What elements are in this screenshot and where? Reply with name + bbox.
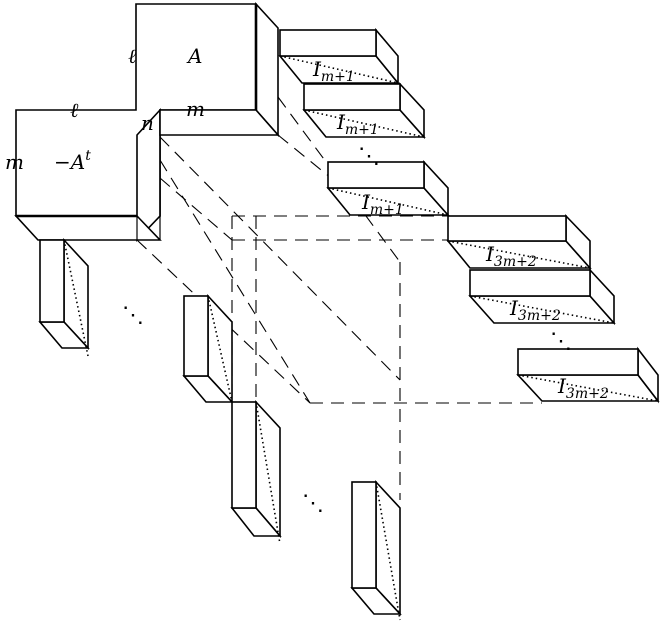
label-At-sup: t bbox=[85, 148, 91, 164]
pillar-1-front bbox=[39, 239, 65, 323]
slab-3m2-3-diagonal bbox=[517, 374, 659, 402]
guide-diagonal-3 bbox=[159, 177, 233, 241]
slab-3m2-1-diagonal bbox=[447, 240, 591, 269]
main-block-bottom-top bbox=[159, 109, 280, 136]
pillar-3-front bbox=[231, 401, 257, 509]
slab-m1-1-front bbox=[279, 29, 377, 57]
slab-3m2-2-front bbox=[469, 269, 591, 297]
slab-3m2-1-front bbox=[447, 215, 567, 242]
slab-3m2-3-front bbox=[517, 348, 639, 376]
guide-diagonal-6 bbox=[277, 134, 353, 196]
ellipsis-left: ⋱ bbox=[122, 303, 144, 328]
label-I-3m2-3: I3m+2 bbox=[557, 374, 609, 402]
label-I-3m2-1: I3m+2 bbox=[485, 242, 537, 270]
label-I-m1-3: Im+1 bbox=[361, 190, 404, 218]
pillar-2-front bbox=[183, 295, 209, 377]
pillar-3-diagonal bbox=[255, 401, 281, 545]
slab-m1-3-front bbox=[327, 161, 425, 189]
label-neg-At: −At bbox=[54, 148, 91, 174]
guide-diagonal-4 bbox=[136, 239, 311, 404]
label-neg-sign: − bbox=[54, 150, 71, 174]
label-n: n bbox=[141, 111, 154, 135]
label-At-letter: A bbox=[69, 150, 85, 174]
ellipsis-top-right: ⋱ bbox=[358, 144, 380, 169]
slab-group-m1 bbox=[278, 27, 450, 218]
ellipsis-mid-right: ⋱ bbox=[550, 329, 572, 354]
pillar-4-front bbox=[351, 481, 377, 589]
label-m-top: m bbox=[186, 97, 205, 121]
label-m-left: m bbox=[5, 150, 24, 174]
main-step-block bbox=[14, 1, 280, 242]
slab-group-3m2 bbox=[446, 214, 660, 404]
main-block-bottom-left bbox=[14, 215, 162, 241]
pillar-1-diagonal bbox=[63, 239, 89, 357]
label-A: A bbox=[186, 44, 202, 68]
guide-diagonal-1 bbox=[159, 136, 401, 381]
ellipsis-bottom: ⋱ bbox=[302, 491, 324, 516]
pillar-2-diagonal bbox=[207, 295, 233, 403]
label-I-m1-2: Im+1 bbox=[336, 110, 379, 138]
label-I-3m2-2: I3m+2 bbox=[509, 296, 561, 324]
pillar-4-diagonal bbox=[375, 481, 401, 621]
label-ell-left: ℓ bbox=[70, 98, 79, 122]
pillar-group bbox=[38, 237, 402, 621]
label-I-m1-1: Im+1 bbox=[312, 57, 355, 85]
guide-diagonal-2 bbox=[159, 159, 311, 404]
guide-diagonal-5 bbox=[277, 96, 401, 263]
slab-3m2-2-diagonal bbox=[469, 295, 615, 324]
slab-m1-2-front bbox=[303, 83, 401, 111]
label-ell-top: ℓ bbox=[128, 44, 137, 68]
